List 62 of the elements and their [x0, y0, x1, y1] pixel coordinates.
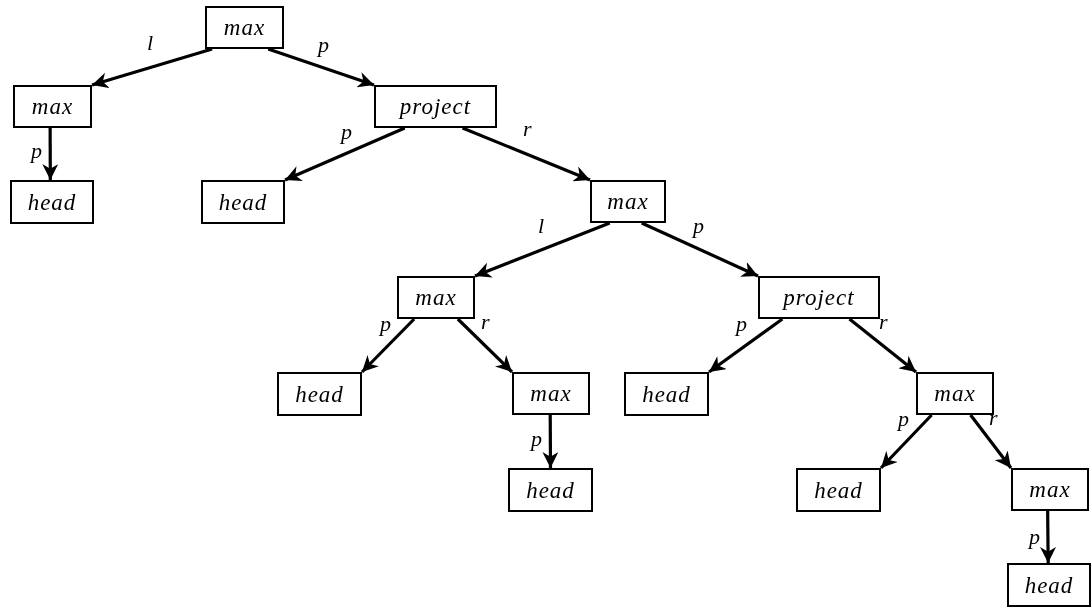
node-box	[13, 85, 92, 128]
edge-label: r	[522, 118, 533, 140]
arrow	[969, 414, 1013, 469]
node-box	[277, 372, 362, 416]
node-box	[624, 372, 709, 416]
arrow	[879, 413, 933, 470]
node-label: max	[530, 382, 572, 405]
arrow	[848, 317, 917, 374]
edge-label: p	[1028, 526, 1041, 548]
node-label: max	[415, 286, 457, 309]
node-box	[512, 372, 590, 415]
node-label: max	[223, 16, 266, 39]
edge-label: r	[988, 407, 999, 429]
edge-label: p	[735, 313, 748, 335]
arrow	[284, 126, 406, 182]
arrow	[474, 221, 611, 278]
node-box	[201, 180, 285, 224]
node-label: head	[295, 382, 344, 406]
arrow	[461, 126, 591, 182]
node-box	[1011, 468, 1089, 511]
node-box	[374, 85, 497, 128]
node-label: max	[607, 190, 649, 213]
node-box	[10, 180, 94, 224]
edge-label: p	[379, 313, 392, 335]
arrow	[542, 415, 559, 468]
edge-label: p	[692, 215, 705, 237]
node-label: head	[642, 382, 691, 406]
node-label: head	[1024, 573, 1074, 597]
arrow	[91, 47, 213, 89]
node-label: project	[399, 95, 472, 118]
edge-label: p	[340, 121, 353, 143]
node-box	[205, 6, 284, 49]
edge-label: r	[480, 311, 491, 333]
edge-label: l	[146, 32, 155, 54]
edge-label: p	[897, 408, 910, 430]
arrow	[456, 317, 514, 374]
node-label: max	[31, 95, 74, 118]
node-box	[796, 468, 881, 512]
arrow	[708, 317, 784, 374]
node-box	[508, 468, 593, 512]
edge-label: p	[530, 428, 543, 450]
node-box	[916, 372, 994, 415]
edge-label: r	[878, 311, 889, 333]
edge-label: p	[30, 140, 43, 162]
node-label: head	[526, 478, 575, 502]
node-box	[758, 276, 880, 319]
arrow	[360, 317, 416, 374]
edge-label: l	[537, 215, 546, 237]
node-label: head	[814, 478, 863, 502]
arrow	[1040, 511, 1056, 563]
arrow	[42, 128, 59, 180]
arrow	[267, 47, 375, 88]
node-label: max	[1029, 478, 1071, 501]
arrow	[641, 221, 759, 278]
node-box	[397, 276, 475, 319]
node-label: head	[27, 190, 77, 214]
edge-label: p	[317, 34, 330, 56]
node-box	[590, 180, 666, 223]
node-box	[1007, 563, 1091, 607]
node-label: max	[934, 382, 976, 405]
node-label: project	[783, 286, 855, 309]
node-label: head	[218, 190, 268, 214]
